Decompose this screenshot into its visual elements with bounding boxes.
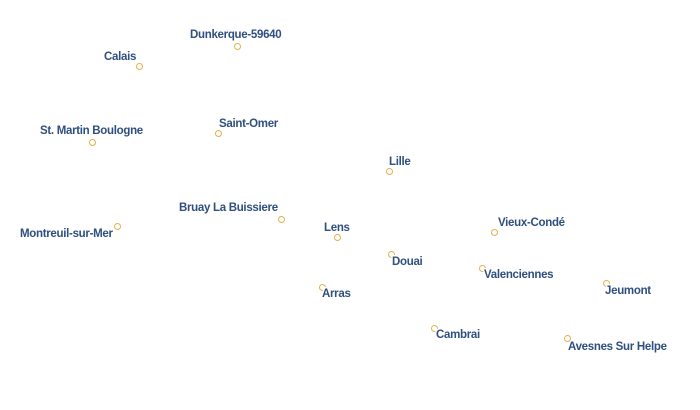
city-label-st-martin-boulogne: St. Martin Boulogne: [40, 125, 143, 137]
city-label-jeumont: Jeumont: [605, 285, 651, 297]
city-marker-saint-omer[interactable]: [215, 130, 222, 137]
city-marker-calais[interactable]: [136, 63, 143, 70]
city-label-dunkerque: Dunkerque-59640: [190, 29, 282, 41]
city-label-lille: Lille: [389, 156, 411, 168]
city-marker-cambrai[interactable]: [431, 325, 438, 332]
city-marker-lens[interactable]: [334, 234, 341, 241]
city-label-arras: Arras: [322, 288, 351, 300]
city-label-valenciennes: Valenciennes: [484, 269, 554, 281]
city-marker-vieux-conde[interactable]: [491, 229, 498, 236]
city-label-saint-omer: Saint-Omer: [219, 118, 278, 130]
city-marker-arras[interactable]: [319, 284, 326, 291]
city-label-vieux-conde: Vieux-Condé: [498, 217, 565, 229]
city-label-lens: Lens: [324, 222, 350, 234]
city-label-montreuil-sur-mer: Montreuil-sur-Mer: [20, 228, 113, 240]
city-label-bruay-la-buissiere: Bruay La Buissiere: [179, 202, 278, 214]
city-marker-jeumont[interactable]: [603, 280, 610, 287]
city-marker-lille[interactable]: [386, 168, 393, 175]
city-marker-valenciennes[interactable]: [479, 265, 486, 272]
city-marker-bruay-la-buissiere[interactable]: [278, 216, 285, 223]
city-label-avesnes-sur-helpe: Avesnes Sur Helpe: [568, 341, 667, 353]
city-marker-dunkerque[interactable]: [234, 43, 241, 50]
city-label-cambrai: Cambrai: [436, 329, 480, 341]
city-marker-avesnes-sur-helpe[interactable]: [564, 335, 571, 342]
city-label-douai: Douai: [392, 256, 423, 268]
city-marker-douai[interactable]: [388, 251, 395, 258]
city-label-calais: Calais: [104, 51, 137, 63]
city-marker-st-martin-boulogne[interactable]: [89, 139, 96, 146]
city-marker-montreuil-sur-mer[interactable]: [114, 223, 121, 230]
